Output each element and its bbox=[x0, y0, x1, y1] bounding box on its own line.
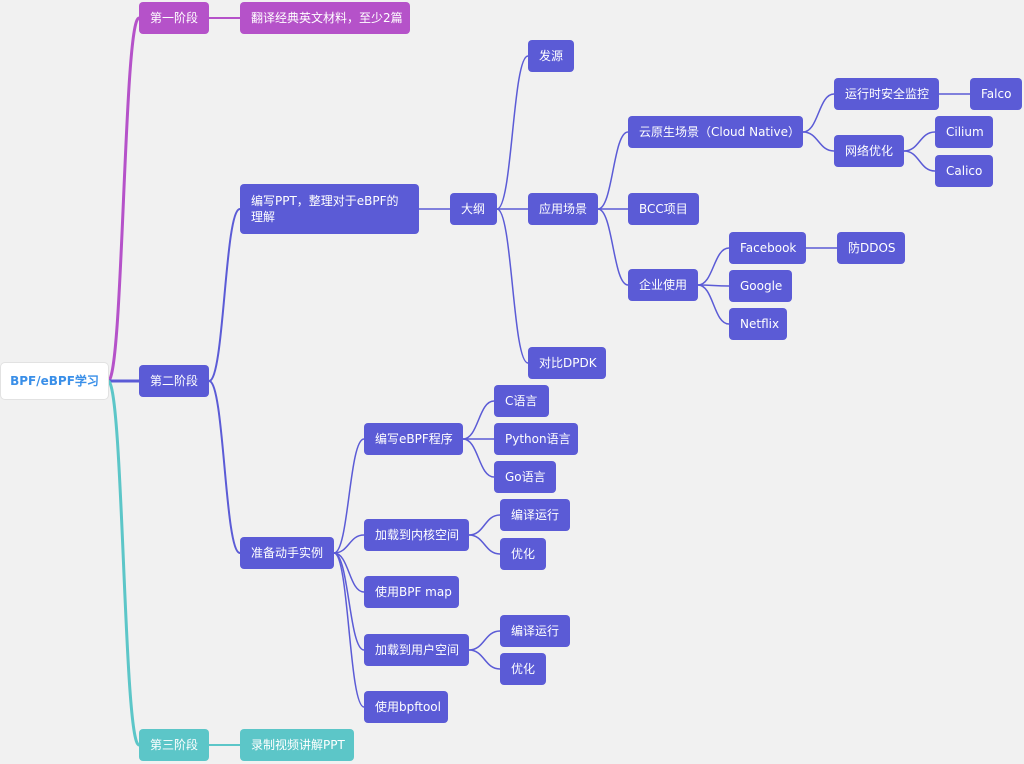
outline-node[interactable]: 大纲 bbox=[450, 193, 497, 225]
stage1-node[interactable]: 第一阶段 bbox=[139, 2, 209, 34]
edge-outline-origin bbox=[496, 55, 529, 210]
edge-network-opt-calico bbox=[903, 150, 936, 172]
stage3-task-node[interactable]: 录制视频讲解PPT bbox=[240, 729, 354, 761]
stage1-task-node[interactable]: 翻译经典英文材料，至少2篇 bbox=[240, 2, 410, 34]
lang-python-node[interactable]: Python语言 bbox=[494, 423, 578, 455]
kernel-opt-node[interactable]: 优化 bbox=[500, 538, 546, 570]
compare-dpdk-node[interactable]: 对比DPDK bbox=[528, 347, 606, 379]
edge-stage2-ppt bbox=[208, 208, 241, 382]
edge-write-prog-lang-go bbox=[462, 438, 495, 478]
edge-enterprise-netflix bbox=[697, 284, 730, 325]
edge-root-stage1 bbox=[106, 16, 141, 383]
edge-load-user-user-compile bbox=[468, 630, 501, 651]
edge-scenarios-cloud-native bbox=[597, 131, 629, 210]
load-user-node[interactable]: 加载到用户空间 bbox=[364, 634, 469, 666]
ppt-node[interactable]: 编写PPT，整理对于eBPF的理解 bbox=[240, 184, 419, 234]
netflix-node[interactable]: Netflix bbox=[729, 308, 787, 340]
lang-c-node[interactable]: C语言 bbox=[494, 385, 549, 417]
runtime-security-node[interactable]: 运行时安全监控 bbox=[834, 78, 939, 110]
use-bpftool-node[interactable]: 使用bpftool bbox=[364, 691, 448, 723]
user-opt-node[interactable]: 优化 bbox=[500, 653, 546, 685]
edge-hands-on-use-map bbox=[333, 552, 365, 593]
edge-network-opt-cilium bbox=[903, 131, 936, 152]
edge-cloud-native-runtime-security bbox=[802, 93, 835, 133]
scenarios-node[interactable]: 应用场景 bbox=[528, 193, 598, 225]
network-opt-node[interactable]: 网络优化 bbox=[834, 135, 904, 167]
kernel-compile-node[interactable]: 编译运行 bbox=[500, 499, 570, 531]
edge-load-kernel-kernel-compile bbox=[468, 514, 501, 536]
load-kernel-node[interactable]: 加载到内核空间 bbox=[364, 519, 469, 551]
edge-load-user-user-opt bbox=[468, 649, 501, 670]
hands-on-node[interactable]: 准备动手实例 bbox=[240, 537, 334, 569]
google-node[interactable]: Google bbox=[729, 270, 792, 302]
edge-stage2-hands-on bbox=[208, 380, 241, 554]
root-node[interactable]: BPF/eBPF学习 bbox=[1, 363, 108, 399]
calico-node[interactable]: Calico bbox=[935, 155, 993, 187]
cloud-native-node[interactable]: 云原生场景（Cloud Native） bbox=[628, 116, 803, 148]
stage2-node[interactable]: 第二阶段 bbox=[139, 365, 209, 397]
bcc-node[interactable]: BCC项目 bbox=[628, 193, 699, 225]
cilium-node[interactable]: Cilium bbox=[935, 116, 993, 148]
falco-node[interactable]: Falco bbox=[970, 78, 1022, 110]
edge-hands-on-use-bpftool bbox=[333, 552, 365, 708]
edge-enterprise-facebook bbox=[697, 247, 730, 286]
edge-hands-on-write-prog bbox=[333, 438, 365, 554]
enterprise-node[interactable]: 企业使用 bbox=[628, 269, 698, 301]
origin-node[interactable]: 发源 bbox=[528, 40, 574, 72]
use-map-node[interactable]: 使用BPF map bbox=[364, 576, 459, 608]
edge-cloud-native-network-opt bbox=[802, 131, 835, 152]
facebook-node[interactable]: Facebook bbox=[729, 232, 806, 264]
edge-scenarios-enterprise bbox=[597, 208, 629, 286]
edge-load-kernel-kernel-opt bbox=[468, 534, 501, 555]
lang-go-node[interactable]: Go语言 bbox=[494, 461, 556, 493]
edge-root-stage3 bbox=[106, 379, 141, 747]
edge-outline-compare-dpdk bbox=[496, 208, 529, 364]
edge-write-prog-lang-c bbox=[462, 400, 495, 440]
edge-hands-on-load-kernel bbox=[333, 534, 365, 554]
user-compile-node[interactable]: 编译运行 bbox=[500, 615, 570, 647]
stage3-node[interactable]: 第三阶段 bbox=[139, 729, 209, 761]
write-prog-node[interactable]: 编写eBPF程序 bbox=[364, 423, 463, 455]
anti-ddos-node[interactable]: 防DDOS bbox=[837, 232, 905, 264]
